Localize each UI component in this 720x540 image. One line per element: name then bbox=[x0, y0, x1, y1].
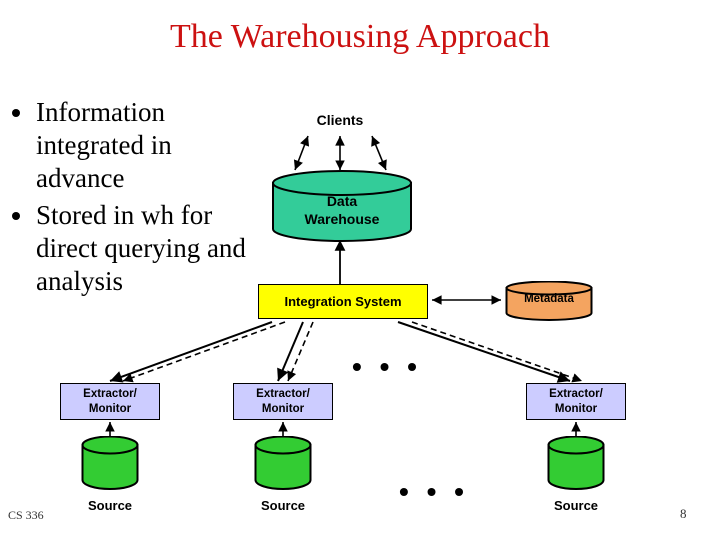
extractor-monitor-box-2: Extractor/ Monitor bbox=[233, 383, 333, 420]
ellipsis-middle: • • • bbox=[352, 351, 422, 382]
ellipsis-bottom: • • • bbox=[399, 476, 469, 507]
extractor-label-line1: Extractor/ bbox=[256, 387, 310, 400]
source-cylinder-1 bbox=[81, 436, 139, 490]
extractor-label-line2: Monitor bbox=[88, 402, 132, 415]
extractor-label-line1: Extractor/ bbox=[549, 387, 603, 400]
source-cylinder-2 bbox=[254, 436, 312, 490]
bullet-text: Information integrated in advance bbox=[36, 97, 172, 193]
extractor-monitor-box-1: Extractor/ Monitor bbox=[60, 383, 160, 420]
extractor-label-line2: Monitor bbox=[554, 402, 598, 415]
list-item: Information integrated in advance bbox=[8, 96, 258, 195]
bullet-text: Stored in wh for direct querying and ana… bbox=[36, 200, 246, 296]
list-item: Stored in wh for direct querying and ana… bbox=[8, 199, 258, 298]
source-label-3: Source bbox=[553, 498, 599, 513]
source-label-2: Source bbox=[260, 498, 306, 513]
metadata-cylinder: Metadata bbox=[505, 281, 593, 321]
bullet-list: Information integrated in advance Stored… bbox=[8, 96, 258, 302]
source-label-1: Source bbox=[87, 498, 133, 513]
integration-system-box: Integration System bbox=[258, 284, 428, 319]
footer-course-label: CS 336 bbox=[8, 508, 44, 522]
page-title: The Warehousing Approach bbox=[170, 18, 550, 55]
integration-system-label: Integration System bbox=[284, 294, 402, 309]
extractor-label-line1: Extractor/ bbox=[83, 387, 137, 400]
page-number: 8 bbox=[680, 506, 687, 521]
bullet-dot-icon bbox=[12, 212, 20, 220]
bullet-dot-icon bbox=[12, 109, 20, 117]
data-warehouse-cylinder: Data Warehouse bbox=[272, 170, 412, 242]
extractor-label-line2: Monitor bbox=[261, 402, 305, 415]
extractor-monitor-box-3: Extractor/ Monitor bbox=[526, 383, 626, 420]
source-cylinder-3 bbox=[547, 436, 605, 490]
clients-label: Clients bbox=[316, 112, 364, 128]
